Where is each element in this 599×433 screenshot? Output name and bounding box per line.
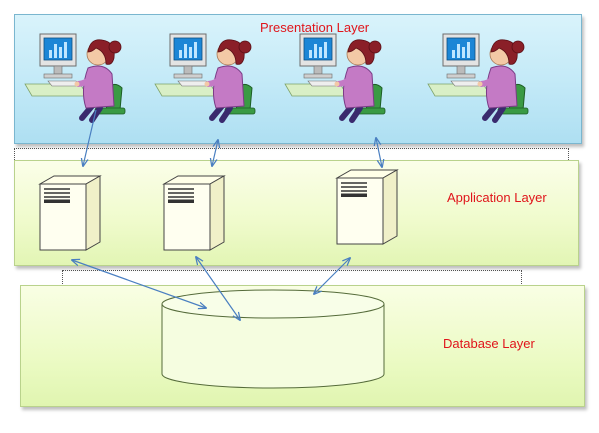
- presentation-layer-title: Presentation Layer: [260, 20, 370, 35]
- arrow-user3-server3: [376, 138, 382, 167]
- arrow-user2-server2: [212, 140, 218, 166]
- application-layer-title: Application Layer: [447, 190, 547, 205]
- arrow-server2-database: [196, 257, 240, 320]
- arrow-user1-server1: [83, 109, 97, 166]
- application-database-connector: [62, 270, 522, 286]
- user-at-computer-icon: [285, 34, 385, 120]
- user-at-computer-icon: [25, 34, 125, 120]
- arrow-server3-database: [314, 258, 350, 294]
- server-tower-icon: [163, 175, 225, 251]
- server-tower-icon: [39, 175, 101, 251]
- user-at-computer-icon: [155, 34, 255, 120]
- application-layer: [14, 160, 579, 266]
- database-layer-title: Database Layer: [443, 336, 535, 351]
- server-tower-icon: [336, 169, 398, 245]
- user-at-computer-icon: [428, 34, 528, 120]
- presentation-application-connector: [14, 148, 569, 162]
- arrow-server1-database: [72, 260, 206, 308]
